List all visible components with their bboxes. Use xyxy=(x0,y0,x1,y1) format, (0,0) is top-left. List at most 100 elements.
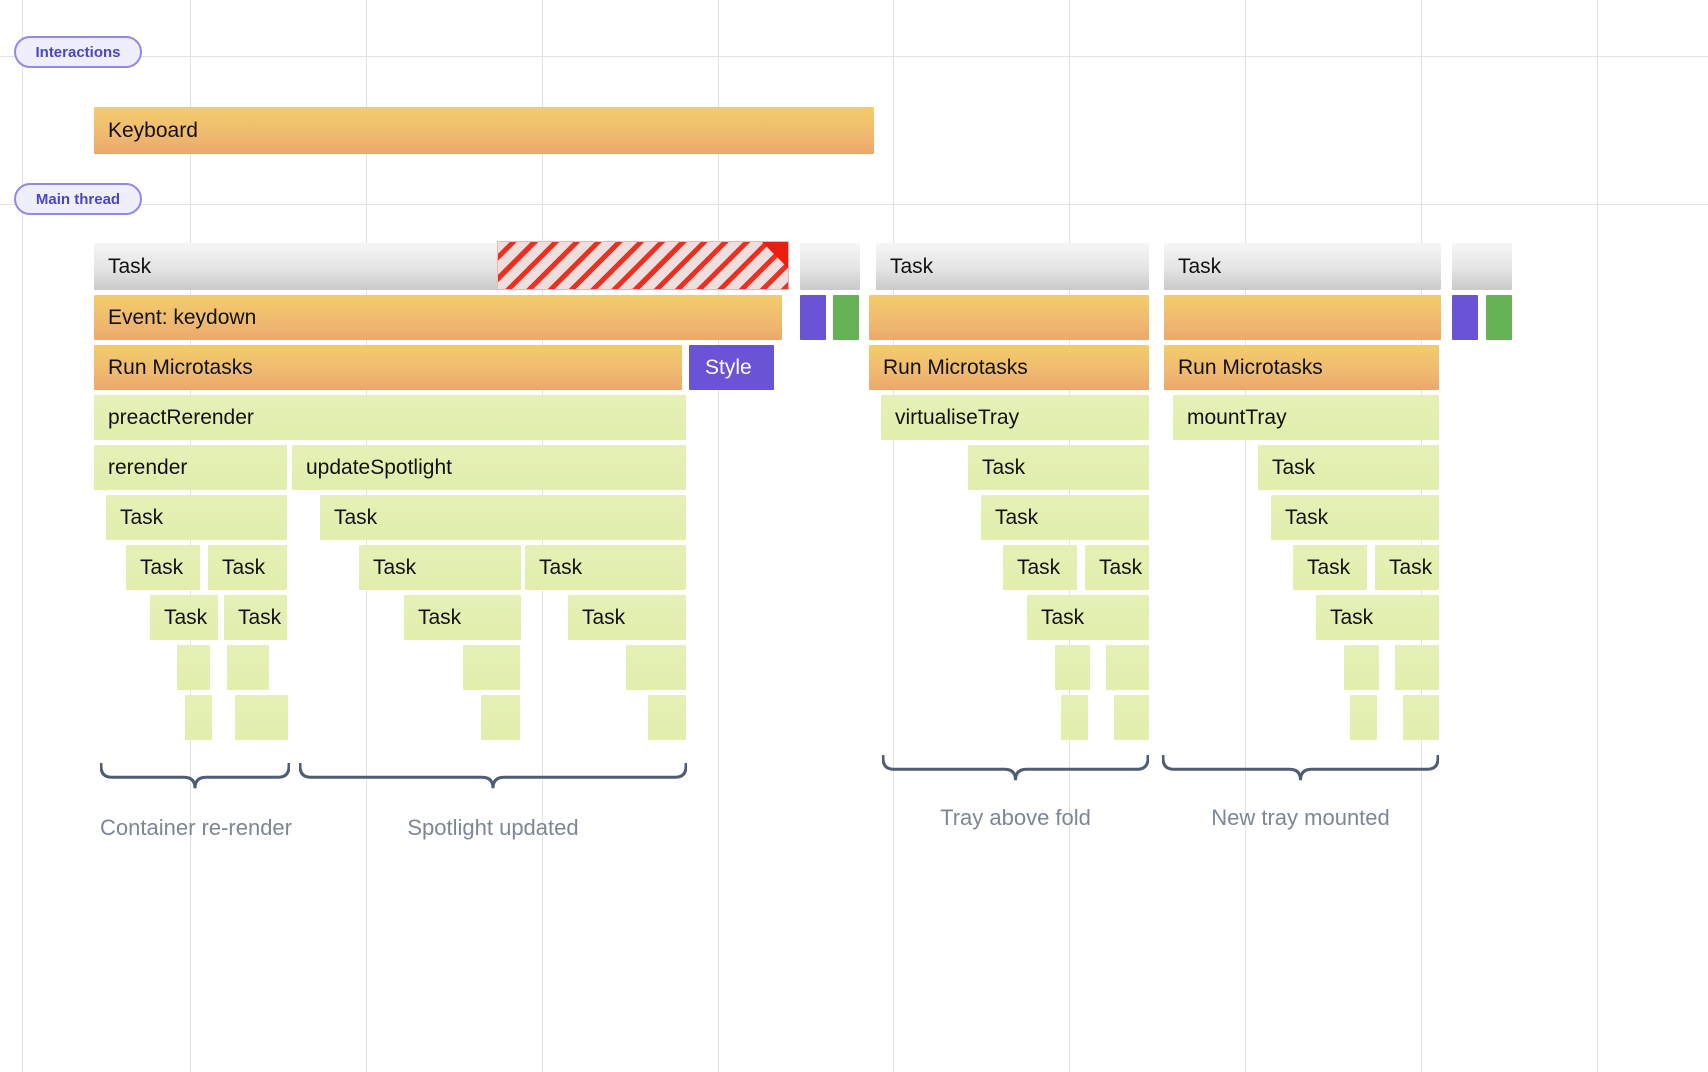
track-separator-0 xyxy=(0,56,1708,57)
flame-green[interactable] xyxy=(1403,695,1439,740)
flame-event-keydown[interactable]: Event: keydown xyxy=(94,295,782,340)
flame-green[interactable] xyxy=(648,695,686,740)
bar-label: virtualiseTray xyxy=(895,405,1020,429)
flame-rerender[interactable]: rerender xyxy=(94,445,287,490)
bar-label: Run Microtasks xyxy=(1178,355,1323,379)
flame-updatespotlight[interactable]: updateSpotlight xyxy=(292,445,686,490)
flame-task[interactable]: Task xyxy=(876,243,1149,290)
flame-preactrerender[interactable]: preactRerender xyxy=(94,395,686,440)
flame-task[interactable]: Task xyxy=(224,595,287,640)
flame-run-microtasks[interactable]: Run Microtasks xyxy=(94,345,682,390)
flame-gray[interactable] xyxy=(1452,243,1512,290)
bar-label: Task xyxy=(539,555,583,579)
flame-green[interactable] xyxy=(177,645,210,690)
annotation-label-new-tray-mounted: New tray mounted xyxy=(1211,805,1390,830)
flame-virtualisetray[interactable]: virtualiseTray xyxy=(881,395,1149,440)
flame-task[interactable]: Task xyxy=(1258,445,1439,490)
brace-tray-above-fold xyxy=(882,755,1149,789)
bar-label: Task xyxy=(1017,555,1061,579)
bar-label: Task xyxy=(1330,605,1374,629)
flame-task[interactable]: Task xyxy=(106,495,287,540)
flame-task[interactable]: Task xyxy=(981,495,1149,540)
bar-label: Task xyxy=(238,605,282,629)
bar-label: mountTray xyxy=(1187,405,1287,429)
bar-label: Task xyxy=(1389,555,1433,579)
bar-label: Task xyxy=(108,254,152,278)
flame-green[interactable] xyxy=(1380,595,1439,640)
gridline-5 xyxy=(893,0,894,1072)
bar-label: Task xyxy=(995,505,1039,529)
flame-green[interactable] xyxy=(1055,645,1090,690)
flame-task[interactable]: Task xyxy=(1293,545,1367,590)
flame-task[interactable]: Task xyxy=(968,445,1149,490)
interaction-keyboard[interactable]: Keyboard xyxy=(94,107,874,154)
flame-task[interactable]: Task xyxy=(320,495,686,540)
bar-label: Task xyxy=(582,605,626,629)
bar-label: preactRerender xyxy=(108,405,254,429)
bar-label: Task xyxy=(1041,605,1085,629)
flame-task[interactable]: Task xyxy=(1375,545,1439,590)
flame-mounttray[interactable]: mountTray xyxy=(1173,395,1439,440)
bar-label: Task xyxy=(1272,455,1316,479)
track-pill-interactions[interactable]: Interactions xyxy=(14,36,142,68)
brace-new-tray-mounted xyxy=(1162,755,1439,789)
track-separator-1 xyxy=(0,204,1708,205)
bar-label: Task xyxy=(1307,555,1351,579)
flame-task[interactable]: Task xyxy=(568,595,686,640)
bar-label: Task xyxy=(982,455,1026,479)
flame-green[interactable] xyxy=(481,695,520,740)
flame-task[interactable]: Task xyxy=(1003,545,1077,590)
flame-purple[interactable] xyxy=(800,295,826,340)
flame-green[interactable] xyxy=(626,645,686,690)
bar-label: Run Microtasks xyxy=(108,355,253,379)
flame-green[interactable] xyxy=(235,695,288,740)
flame-green[interactable] xyxy=(1344,645,1379,690)
flame-green[interactable] xyxy=(1061,695,1088,740)
flame-green[interactable] xyxy=(227,645,269,690)
flame-task[interactable]: Task xyxy=(1271,495,1439,540)
bar-label: Task xyxy=(890,254,934,278)
bar-label: Task xyxy=(1099,555,1143,579)
flame-purple[interactable] xyxy=(1452,295,1478,340)
flame-green[interactable] xyxy=(185,695,212,740)
bar-label: Task xyxy=(222,555,266,579)
bar-label: Style xyxy=(705,355,752,379)
brace-container-rerender xyxy=(100,763,290,797)
bar-label: updateSpotlight xyxy=(306,455,452,479)
flame-task[interactable]: Task xyxy=(208,545,287,590)
flame-run-microtasks[interactable]: Run Microtasks xyxy=(1164,345,1439,390)
flame-task[interactable]: Task xyxy=(1164,243,1441,290)
flame-task[interactable]: Task xyxy=(359,545,521,590)
flame-orange[interactable] xyxy=(1164,295,1441,340)
flame-task[interactable]: Task xyxy=(525,545,686,590)
flame-green[interactable] xyxy=(463,645,520,690)
gridline-4 xyxy=(718,0,719,1072)
bar-label: Task xyxy=(1178,254,1222,278)
flame-task[interactable]: Task xyxy=(150,595,218,640)
annotation-label-spotlight-updated: Spotlight updated xyxy=(407,815,579,840)
flame-task[interactable]: Task xyxy=(404,595,521,640)
bar-label: Task xyxy=(373,555,417,579)
brace-spotlight-updated xyxy=(299,763,687,797)
flame-orange[interactable] xyxy=(869,295,1149,340)
flame-green[interactable] xyxy=(1395,645,1439,690)
bar-label: Task xyxy=(1285,505,1329,529)
flame-task[interactable]: Task xyxy=(126,545,200,590)
flame-solidgreen[interactable] xyxy=(1486,295,1512,340)
flame-green[interactable] xyxy=(1114,695,1149,740)
flame-green[interactable] xyxy=(1350,695,1377,740)
long-task-corner-icon xyxy=(762,242,788,268)
flame-solidgreen[interactable] xyxy=(833,295,859,340)
flame-gray[interactable] xyxy=(800,243,860,290)
bar-label: Keyboard xyxy=(108,118,198,142)
annotation-label-tray-above-fold: Tray above fold xyxy=(940,805,1091,830)
flame-green[interactable] xyxy=(1106,645,1149,690)
flame-task[interactable]: Task xyxy=(1085,545,1149,590)
gridline-9 xyxy=(1597,0,1598,1072)
flame-green[interactable] xyxy=(1090,595,1149,640)
flame-style[interactable]: Style xyxy=(689,345,774,390)
long-task-warning[interactable] xyxy=(497,241,789,290)
track-pill-main-thread[interactable]: Main thread xyxy=(14,183,142,215)
flame-run-microtasks[interactable]: Run Microtasks xyxy=(869,345,1149,390)
